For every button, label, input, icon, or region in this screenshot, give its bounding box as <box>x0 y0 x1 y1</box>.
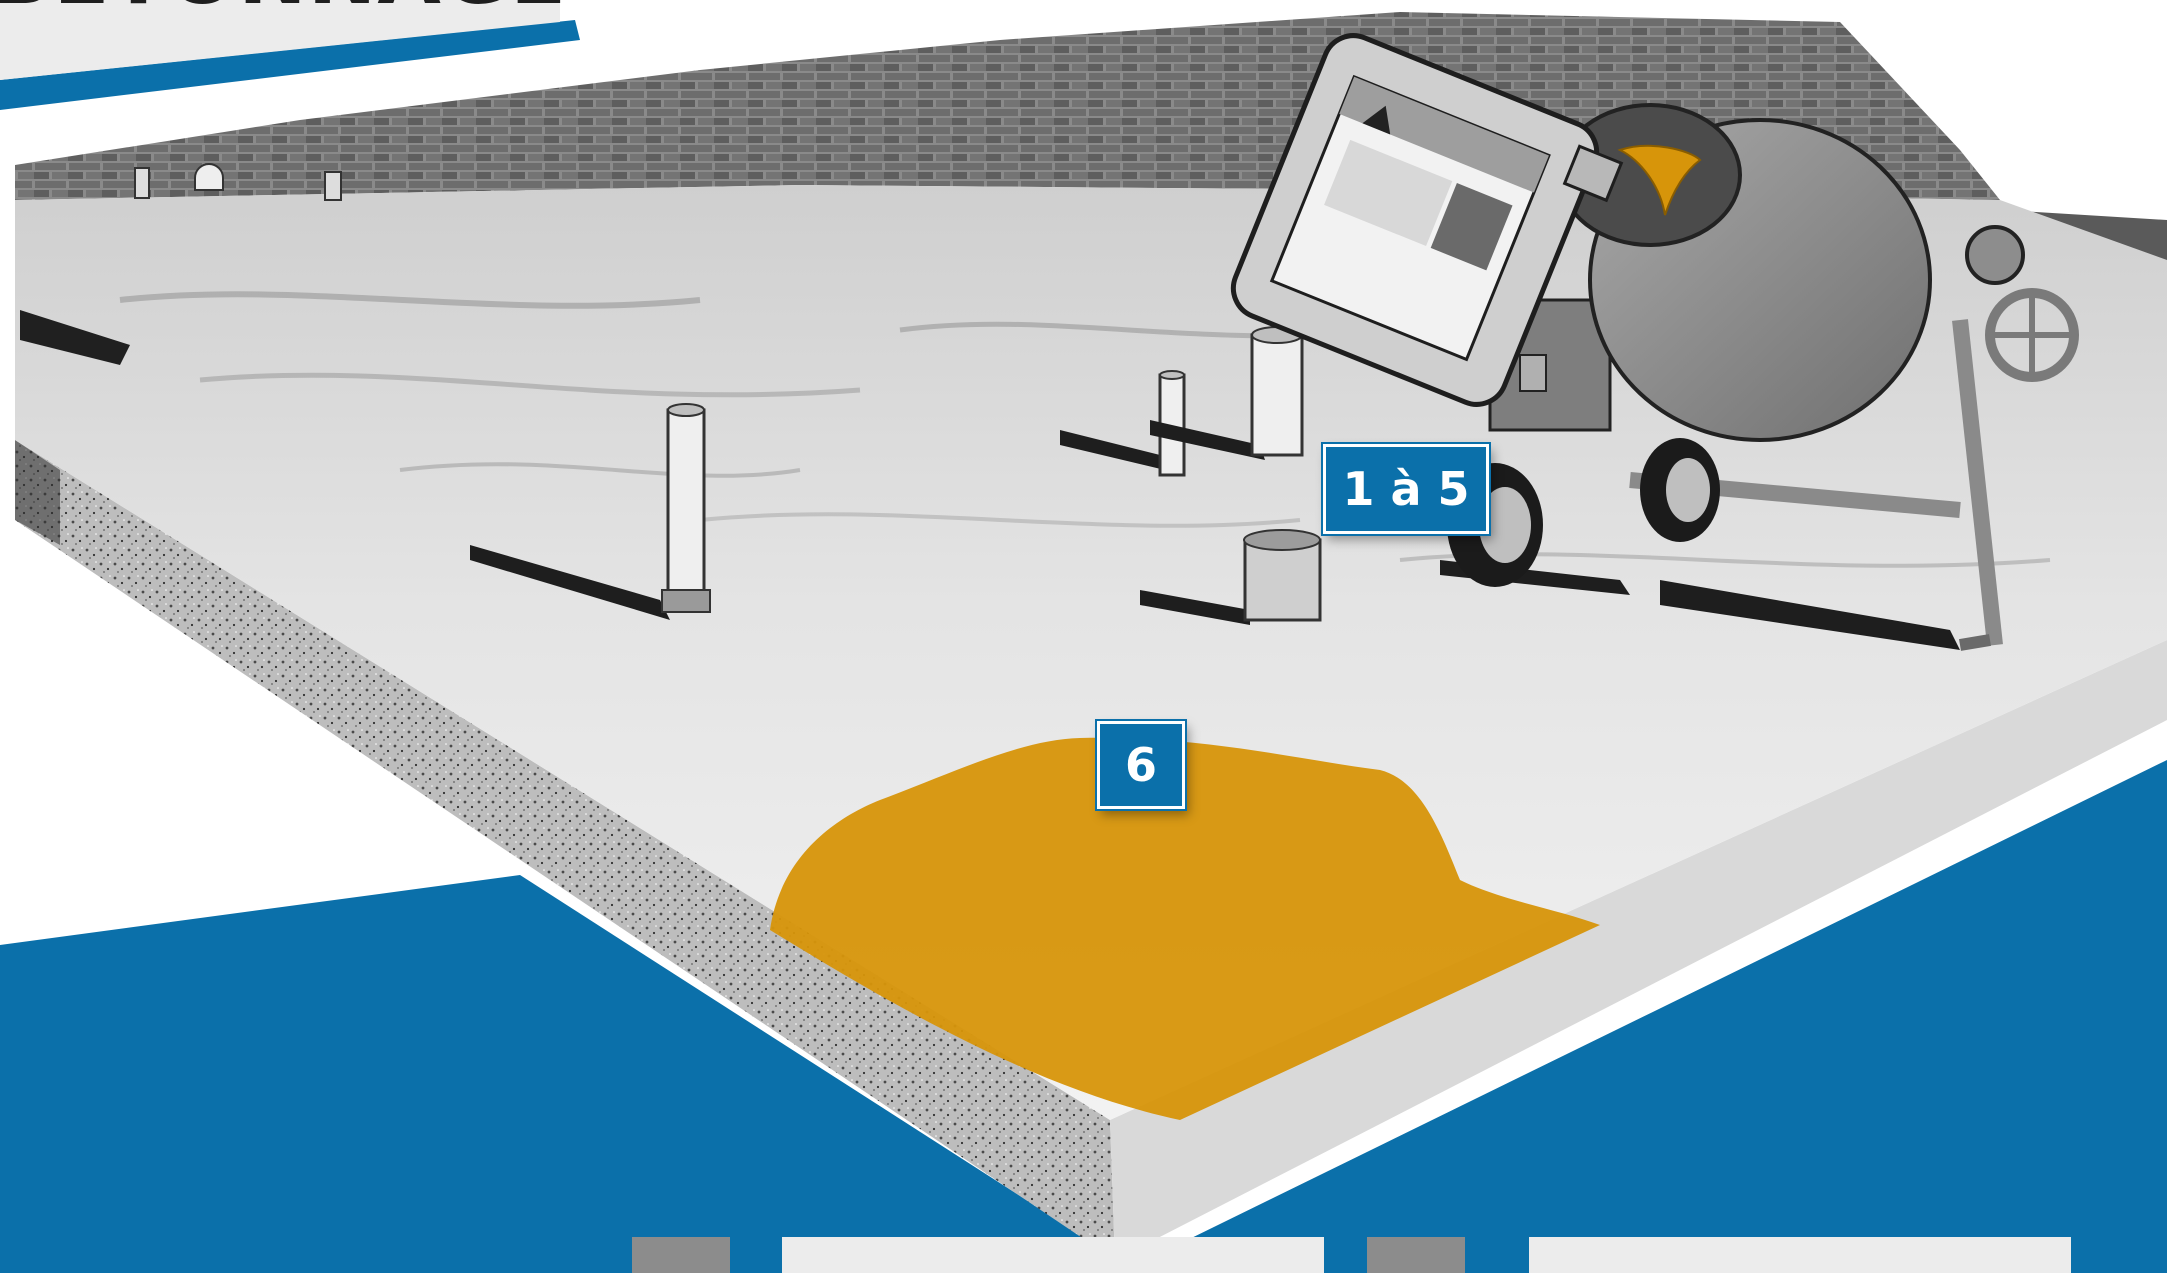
mixer-gear <box>1967 227 2023 283</box>
page-title: BÉTONNAGE <box>0 0 567 23</box>
legend-tab-label-1 <box>782 1237 1324 1273</box>
step-marker-1-to-5[interactable]: 1 à 5 <box>1323 444 1489 534</box>
step-marker-6[interactable]: 6 <box>1097 721 1185 809</box>
legend-tab-label-2 <box>1529 1237 2071 1273</box>
legend-tab-icon-1 <box>632 1237 730 1273</box>
legend-tab-icon-2 <box>1367 1237 1465 1273</box>
